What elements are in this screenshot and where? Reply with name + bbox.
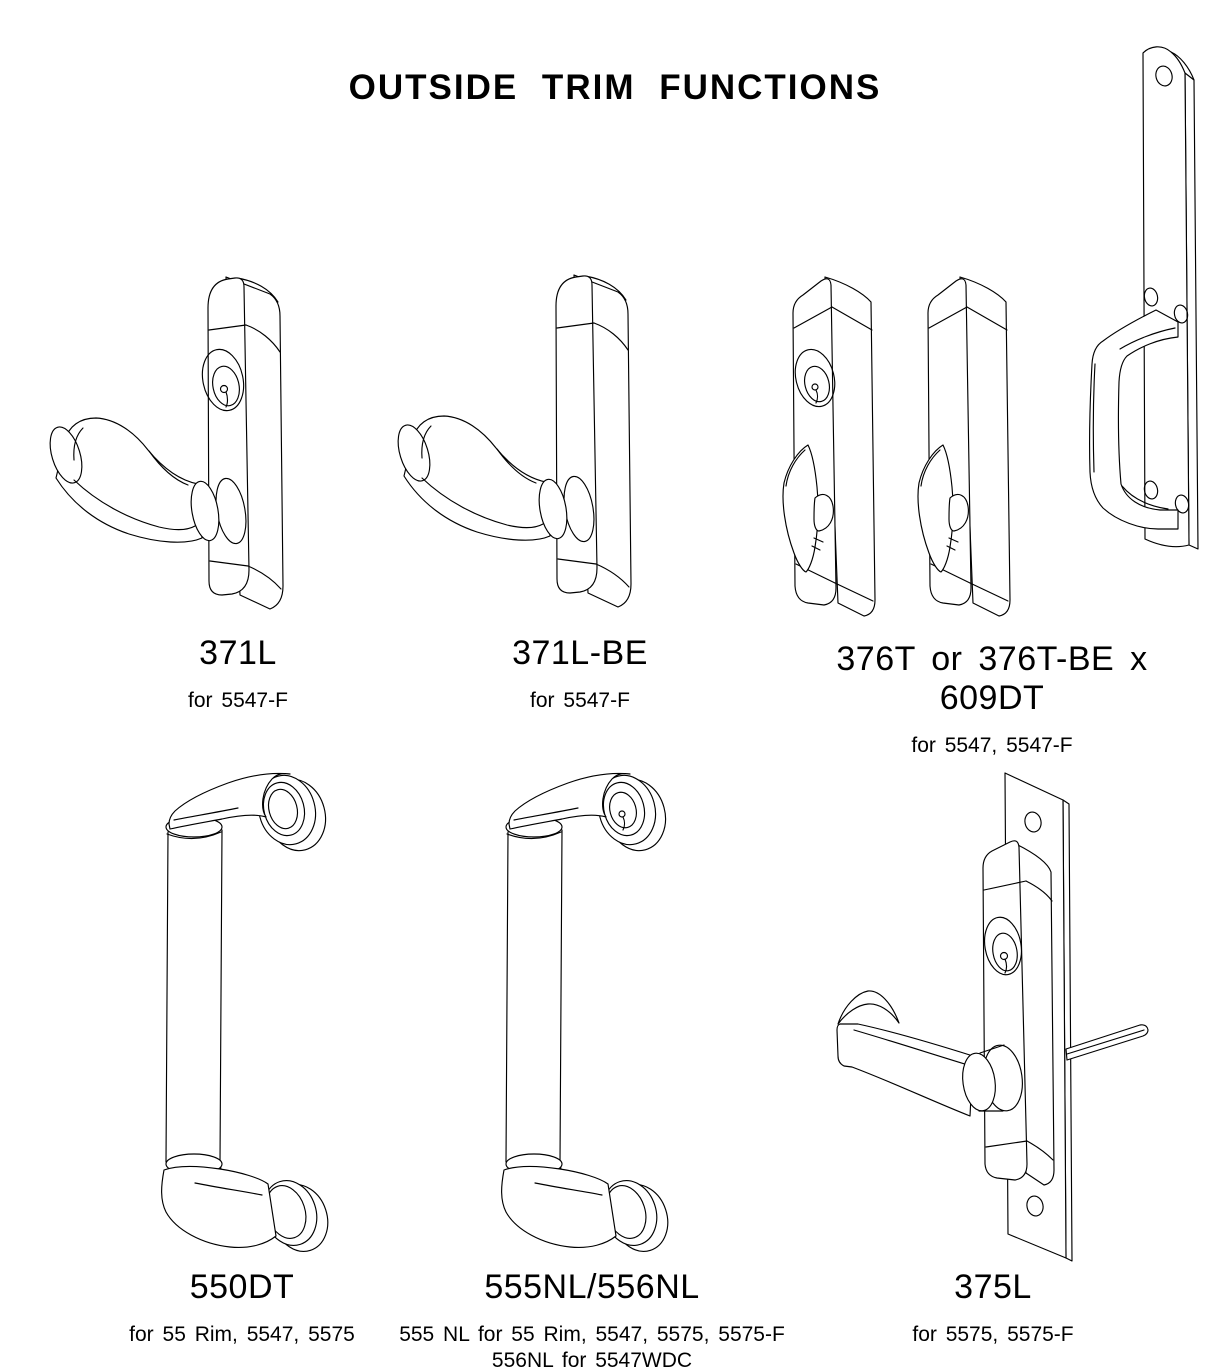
- label-550DT: 550DT for 55 Rim, 5547, 5575: [42, 1268, 442, 1348]
- model-for: 555 NL for 55 Rim, 5547, 5575, 5575-F 55…: [392, 1322, 792, 1372]
- spindle: [1065, 1024, 1149, 1061]
- drawing-376T: [768, 268, 898, 633]
- keyway-icon: [999, 951, 1009, 974]
- model-name: 371L-BE: [512, 634, 648, 672]
- thumbpiece-cylinder-illustration: [782, 276, 876, 617]
- lever-escutcheon-cylinder-illustration: [49, 276, 284, 610]
- label-371L: 371L for 5547-F: [38, 634, 438, 714]
- model-name: 555NL/556NL: [484, 1268, 700, 1306]
- label-555NL-556NL: 555NL/556NL 555 NL for 55 Rim, 5547, 557…: [392, 1268, 792, 1372]
- offset-pull-illustration: [161, 772, 329, 1252]
- pull-plate-illustration: [1089, 46, 1199, 550]
- model-for: for 5575, 5575-F: [912, 1323, 1074, 1347]
- model-for: for 5547, 5547-F: [911, 734, 1073, 758]
- model-for: for 55 Rim, 5547, 5575: [129, 1323, 355, 1347]
- model-for-line1: 555 NL for 55 Rim, 5547, 5575, 5575-F: [399, 1323, 785, 1347]
- night-latch-pull-illustration: [501, 772, 669, 1252]
- lever-escutcheon-blank-illustration: [397, 274, 632, 608]
- model-name: 550DT: [189, 1268, 295, 1306]
- model-name: 376T or 376T-BE x 609DT: [836, 640, 1148, 718]
- drawing-371L-BE: [378, 266, 678, 628]
- label-376T-609DT: 376T or 376T-BE x 609DT for 5547, 5547-F: [792, 640, 1192, 759]
- drawing-371L: [30, 268, 330, 630]
- keyway-icon: [618, 810, 626, 831]
- label-375L: 375L for 5575, 5575-F: [793, 1268, 1193, 1348]
- thumbpiece-blank-illustration: [917, 276, 1011, 617]
- model-for-line2: 556NL for 5547WDC: [491, 1349, 693, 1372]
- model-for: for 5547-F: [188, 689, 288, 713]
- drawing-609DT: [1070, 40, 1210, 555]
- drawing-555NL-556NL: [480, 770, 740, 1260]
- drawing-375L: [820, 760, 1210, 1270]
- model-name: 371L: [199, 634, 277, 672]
- drawing-550DT: [140, 770, 400, 1260]
- keyway-icon: [811, 383, 819, 404]
- drawing-376T-BE: [903, 268, 1033, 633]
- page-title: OUTSIDE TRIM FUNCTIONS: [348, 68, 882, 107]
- model-name: 375L: [954, 1268, 1032, 1306]
- label-371L-BE: 371L-BE for 5547-F: [380, 634, 780, 714]
- model-for: for 5547-F: [530, 689, 630, 713]
- lever-mortise-plate-illustration: [836, 772, 1149, 1262]
- keyway-icon: [219, 384, 229, 408]
